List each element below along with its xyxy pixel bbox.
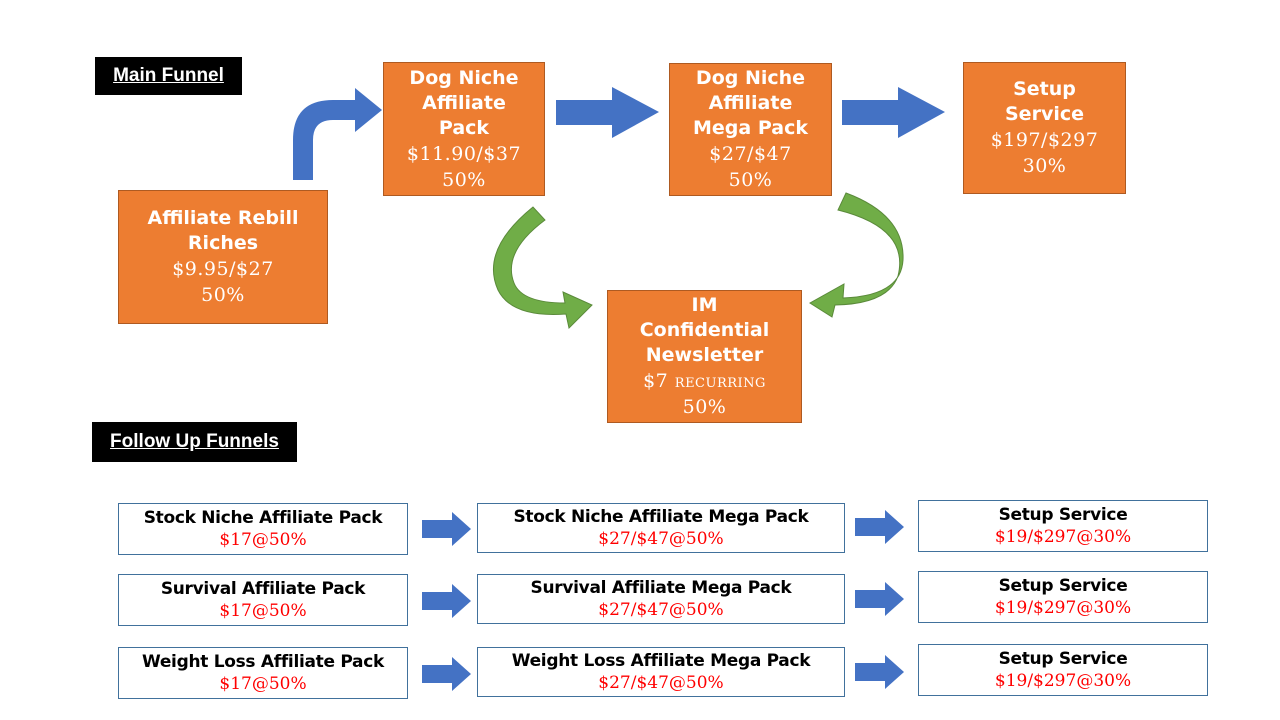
product-price: $11.90/$37: [406, 142, 522, 165]
product-price: $7 recurring: [643, 370, 766, 392]
product-commission: 50%: [682, 396, 727, 418]
product-commission: 50%: [442, 168, 486, 191]
curved-arrow-icon: [809, 192, 904, 318]
product-title: Stock Niche Affiliate Mega Pack: [513, 507, 809, 527]
right-arrow-icon: [855, 582, 904, 616]
product-title: Setup Service: [998, 576, 1128, 596]
funnel-box-upsell1: Dog Niche Affiliate Pack $11.90/$37 50%: [383, 62, 545, 196]
funnel-box-upsell2: Dog Niche Affiliate Mega Pack $27/$47 50…: [669, 63, 832, 196]
product-title: Dog Niche: [409, 66, 519, 89]
product-price: $17@50%: [219, 601, 307, 621]
followup-box-weightloss-pack: Weight Loss Affiliate Pack $17@50%: [118, 647, 408, 699]
product-title: IM: [691, 294, 718, 316]
product-title: Setup: [1013, 78, 1076, 100]
product-title: Service: [1005, 103, 1084, 125]
product-title: Pack: [438, 116, 490, 139]
product-price: $19/$297@30%: [994, 527, 1132, 547]
product-title: Mega Pack: [693, 117, 808, 139]
main-funnel-label: Main Funnel: [95, 57, 242, 95]
product-price: $197/$297: [990, 129, 1099, 151]
right-arrow-icon: [422, 657, 471, 691]
right-arrow-icon: [422, 584, 471, 618]
product-title: Survival Affiliate Mega Pack: [530, 578, 792, 598]
product-title: Confidential: [639, 319, 770, 341]
right-arrow-icon: [422, 512, 471, 546]
followup-box-stock-setup: Setup Service $19/$297@30%: [918, 500, 1208, 552]
product-price: $27/$47@50%: [598, 673, 724, 693]
product-title: Riches: [187, 232, 259, 254]
product-price: $17@50%: [219, 674, 307, 694]
product-price: $27/$47@50%: [598, 600, 724, 620]
right-arrow-icon: [855, 510, 904, 544]
funnel-box-entry: Affiliate Rebill Riches $9.95/$27 50%: [118, 190, 328, 324]
product-title: Setup Service: [998, 505, 1128, 525]
product-title: Weight Loss Affiliate Pack: [141, 652, 385, 672]
followup-box-stock-pack: Stock Niche Affiliate Pack $17@50%: [118, 503, 408, 555]
right-arrow-icon: [855, 655, 904, 689]
product-price: $17@50%: [219, 530, 307, 550]
follow-up-funnels-label: Follow Up Funnels: [92, 422, 297, 462]
product-title: Affiliate: [422, 91, 506, 114]
product-commission: 50%: [728, 169, 773, 191]
followup-box-weightloss-setup: Setup Service $19/$297@30%: [918, 644, 1208, 696]
product-title: Newsletter: [645, 344, 764, 366]
product-price: $19/$297@30%: [994, 598, 1132, 618]
followup-box-stock-mega: Stock Niche Affiliate Mega Pack $27/$47@…: [477, 503, 845, 553]
product-title: Weight Loss Affiliate Mega Pack: [511, 651, 811, 671]
followup-box-survival-setup: Setup Service $19/$297@30%: [918, 571, 1208, 623]
product-title: Setup Service: [998, 649, 1128, 669]
right-arrow-icon: [842, 87, 945, 138]
product-title: Affiliate Rebill: [147, 207, 299, 229]
product-title: Survival Affiliate Pack: [160, 579, 366, 599]
product-title: Affiliate: [708, 92, 793, 114]
product-title: Stock Niche Affiliate Pack: [143, 508, 383, 528]
product-price: $9.95/$27: [172, 258, 274, 280]
product-commission: 30%: [1022, 155, 1067, 177]
product-commission: 50%: [201, 284, 245, 306]
product-price: $27/$47: [709, 143, 792, 165]
curved-arrow-icon: [492, 206, 593, 330]
product-price: $19/$297@30%: [994, 671, 1132, 691]
funnel-box-downsell: IM Confidential Newsletter $7 recurring …: [607, 290, 802, 423]
bent-arrow-icon: [293, 88, 382, 180]
funnel-box-upsell3: Setup Service $197/$297 30%: [963, 62, 1126, 194]
product-price: $27/$47@50%: [598, 529, 724, 549]
right-arrow-icon: [556, 87, 659, 138]
followup-box-survival-pack: Survival Affiliate Pack $17@50%: [118, 574, 408, 626]
followup-box-survival-mega: Survival Affiliate Mega Pack $27/$47@50%: [477, 574, 845, 624]
product-title: Dog Niche: [695, 67, 806, 89]
followup-box-weightloss-mega: Weight Loss Affiliate Mega Pack $27/$47@…: [477, 647, 845, 697]
